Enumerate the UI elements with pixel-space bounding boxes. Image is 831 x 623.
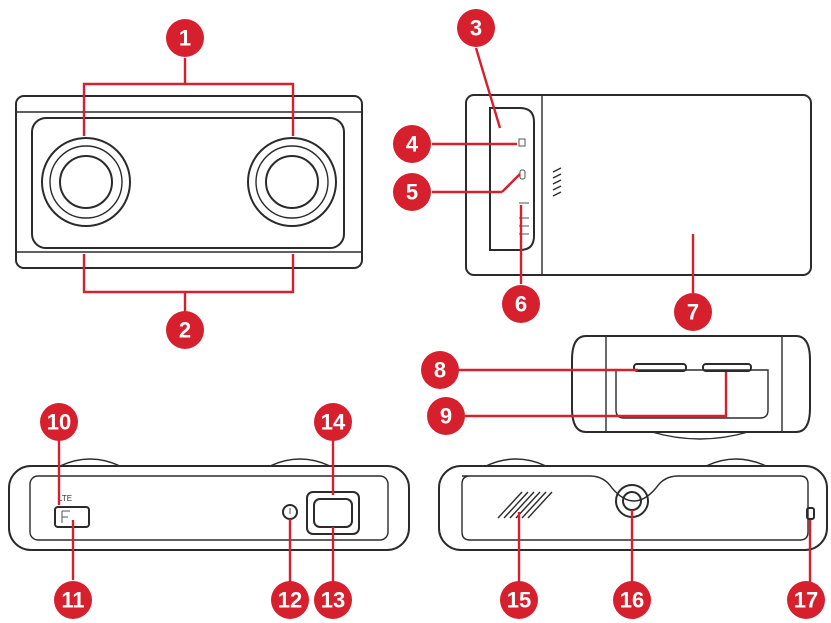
callout-label-14: 14 (321, 410, 346, 435)
callout-badge-14: 14 (314, 403, 352, 441)
lte-label: LTE (58, 494, 72, 503)
front-view (15, 58, 363, 312)
callout-label-11: 11 (61, 588, 84, 613)
indicator-light (282, 504, 298, 520)
speaker-grille (497, 491, 553, 519)
callout-label-17: 17 (794, 588, 818, 613)
callout-label-12: 12 (278, 588, 302, 613)
callout-label-6: 6 (515, 292, 527, 317)
callout-label-3: 3 (470, 16, 482, 41)
callout-badge-12: 12 (271, 581, 309, 619)
vent-grille (552, 167, 562, 197)
callout-badge-17: 17 (787, 581, 825, 619)
callout-badge-3: 3 (457, 9, 495, 47)
callout-badge-9: 9 (427, 397, 465, 435)
callout-label-10: 10 (47, 410, 71, 435)
callout-badge-15: 15 (500, 581, 538, 619)
right-lens (247, 137, 337, 227)
reset-hole (806, 507, 815, 520)
callout-badge-7: 7 (674, 293, 712, 331)
callout-badge-2: 2 (166, 311, 204, 349)
callout-badge-4: 4 (393, 125, 431, 163)
callout-badge-16: 16 (613, 581, 651, 619)
callout-label-7: 7 (687, 300, 699, 325)
callout-badge-11: 11 (54, 581, 92, 619)
callout-badge-1: 1 (166, 19, 204, 57)
callout-badge-8: 8 (421, 351, 459, 389)
slot-view (458, 335, 811, 440)
side-view (432, 47, 812, 293)
callout-label-13: 13 (321, 588, 345, 613)
callout-badge-6: 6 (502, 285, 540, 323)
callout-label-8: 8 (434, 358, 446, 383)
callout-badge-5: 5 (393, 173, 431, 211)
top-view: LTE (8, 440, 410, 582)
callout-label-15: 15 (507, 588, 531, 613)
card-slot (633, 363, 687, 372)
callout-badge-10: 10 (40, 403, 78, 441)
callout-label-4: 4 (406, 132, 419, 157)
left-lens (41, 137, 131, 227)
callout-label-5: 5 (406, 180, 418, 205)
callout-badge-13: 13 (314, 581, 352, 619)
callout-label-9: 9 (440, 404, 452, 429)
bottom-view (438, 458, 828, 582)
callout-label-16: 16 (620, 588, 644, 613)
callout-label-1: 1 (179, 26, 191, 51)
sim-slot (702, 363, 752, 372)
callout-label-2: 2 (179, 318, 191, 343)
